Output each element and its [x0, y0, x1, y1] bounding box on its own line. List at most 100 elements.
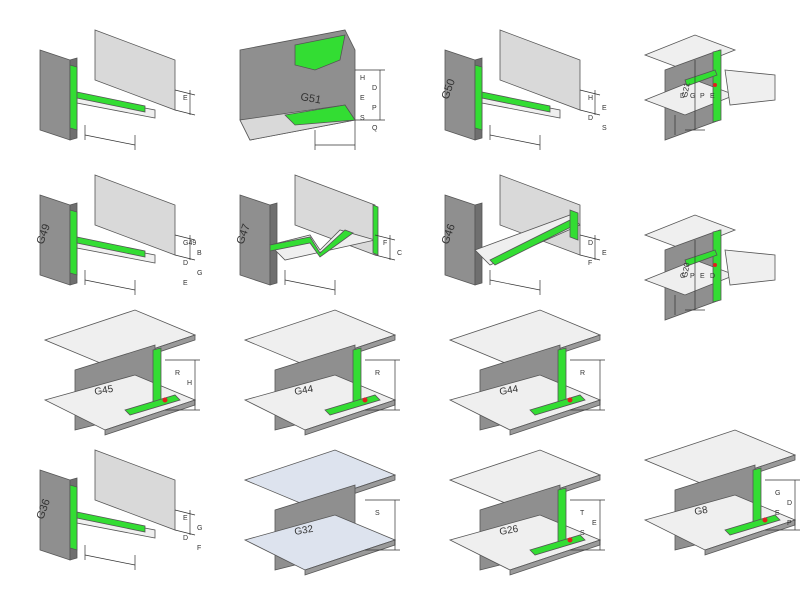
dimension-line — [284, 279, 336, 291]
dimension-label: D — [710, 273, 715, 280]
dimension-line — [374, 254, 396, 261]
dimension-label: D — [183, 535, 188, 542]
dimension-label: E — [710, 93, 715, 100]
dimension-label: D — [588, 115, 593, 122]
weld-bead — [152, 347, 162, 409]
dimension-label: F — [588, 260, 592, 267]
weld-bead — [569, 209, 579, 241]
dimension-label: D — [372, 85, 377, 92]
dimension-label: P — [787, 520, 792, 527]
weld-bead — [684, 249, 718, 267]
beam-stub — [724, 249, 776, 286]
joint-drawing: S G32 — [243, 449, 400, 576]
weld-bead — [76, 91, 146, 113]
dimension-label: R — [175, 370, 180, 377]
dimension-line — [579, 89, 601, 96]
dimension-line — [174, 109, 196, 116]
dimension-label: S — [360, 115, 365, 122]
ramp-plate — [474, 214, 581, 266]
dimension-line — [84, 554, 136, 566]
dimension-label: G — [197, 525, 202, 532]
dimension-label: R — [375, 370, 380, 377]
weld-bead — [752, 467, 762, 529]
weld-bead — [294, 34, 346, 71]
beam-stub — [724, 69, 776, 106]
weld-bead — [557, 487, 567, 549]
joint-label: G44 — [499, 384, 520, 398]
weld-bead — [481, 91, 551, 113]
dimension-line — [174, 529, 196, 536]
dimension-line — [579, 109, 601, 116]
dimension-label: T — [580, 510, 585, 517]
dimension-label: P — [372, 105, 377, 112]
weld-bead — [269, 229, 354, 258]
joint-geometry: TES G26 — [448, 449, 605, 576]
joint-label: G26 — [499, 524, 520, 538]
dimension-label: H — [360, 75, 365, 82]
dimension-label: S — [375, 510, 380, 517]
weld-start-marker — [362, 397, 368, 403]
top-flange — [643, 214, 737, 251]
dimension-label: D — [588, 240, 593, 247]
dimension-line — [84, 279, 136, 291]
dimension-line — [174, 234, 196, 241]
weld-bead — [712, 49, 722, 123]
joint-drawing: TES G26 — [448, 449, 605, 576]
dimension-label: G — [690, 93, 695, 100]
top-flange — [643, 34, 737, 71]
dimension-label: C — [397, 250, 402, 257]
weld-bead — [76, 511, 146, 533]
dimension-label: P — [690, 273, 695, 280]
dimension-label: F — [197, 545, 201, 552]
dimension-line — [579, 254, 601, 261]
weld-joint-g32: S G32 — [225, 440, 425, 590]
front-plate — [39, 49, 71, 141]
joint-label: G8 — [694, 505, 709, 518]
weld-start-marker — [762, 517, 768, 523]
weld-bead — [557, 347, 567, 409]
joint-label: G51 — [299, 91, 322, 106]
dimension-label: E — [183, 280, 188, 287]
dimension-label: E — [183, 95, 188, 102]
dimension-label: D — [680, 93, 685, 100]
dimension-label: E — [592, 520, 597, 527]
dimension-line — [174, 89, 196, 96]
dimension-label: E — [183, 515, 188, 522]
dimension-line — [579, 234, 601, 241]
dimension-label: G — [775, 490, 780, 497]
zig-plate — [269, 229, 376, 261]
dimension-line — [374, 234, 396, 241]
weld-joint-c1: E — [25, 20, 225, 170]
weld-start-marker — [567, 397, 573, 403]
dimension-label: E — [360, 95, 365, 102]
dimension-line — [489, 279, 541, 291]
dimension-label: G — [197, 270, 202, 277]
joint-label: G32 — [294, 524, 315, 538]
weld-start-marker — [713, 263, 717, 267]
weld-start-marker — [567, 537, 573, 543]
dimension-label: S — [580, 530, 585, 537]
dimension-label: E — [700, 273, 705, 280]
